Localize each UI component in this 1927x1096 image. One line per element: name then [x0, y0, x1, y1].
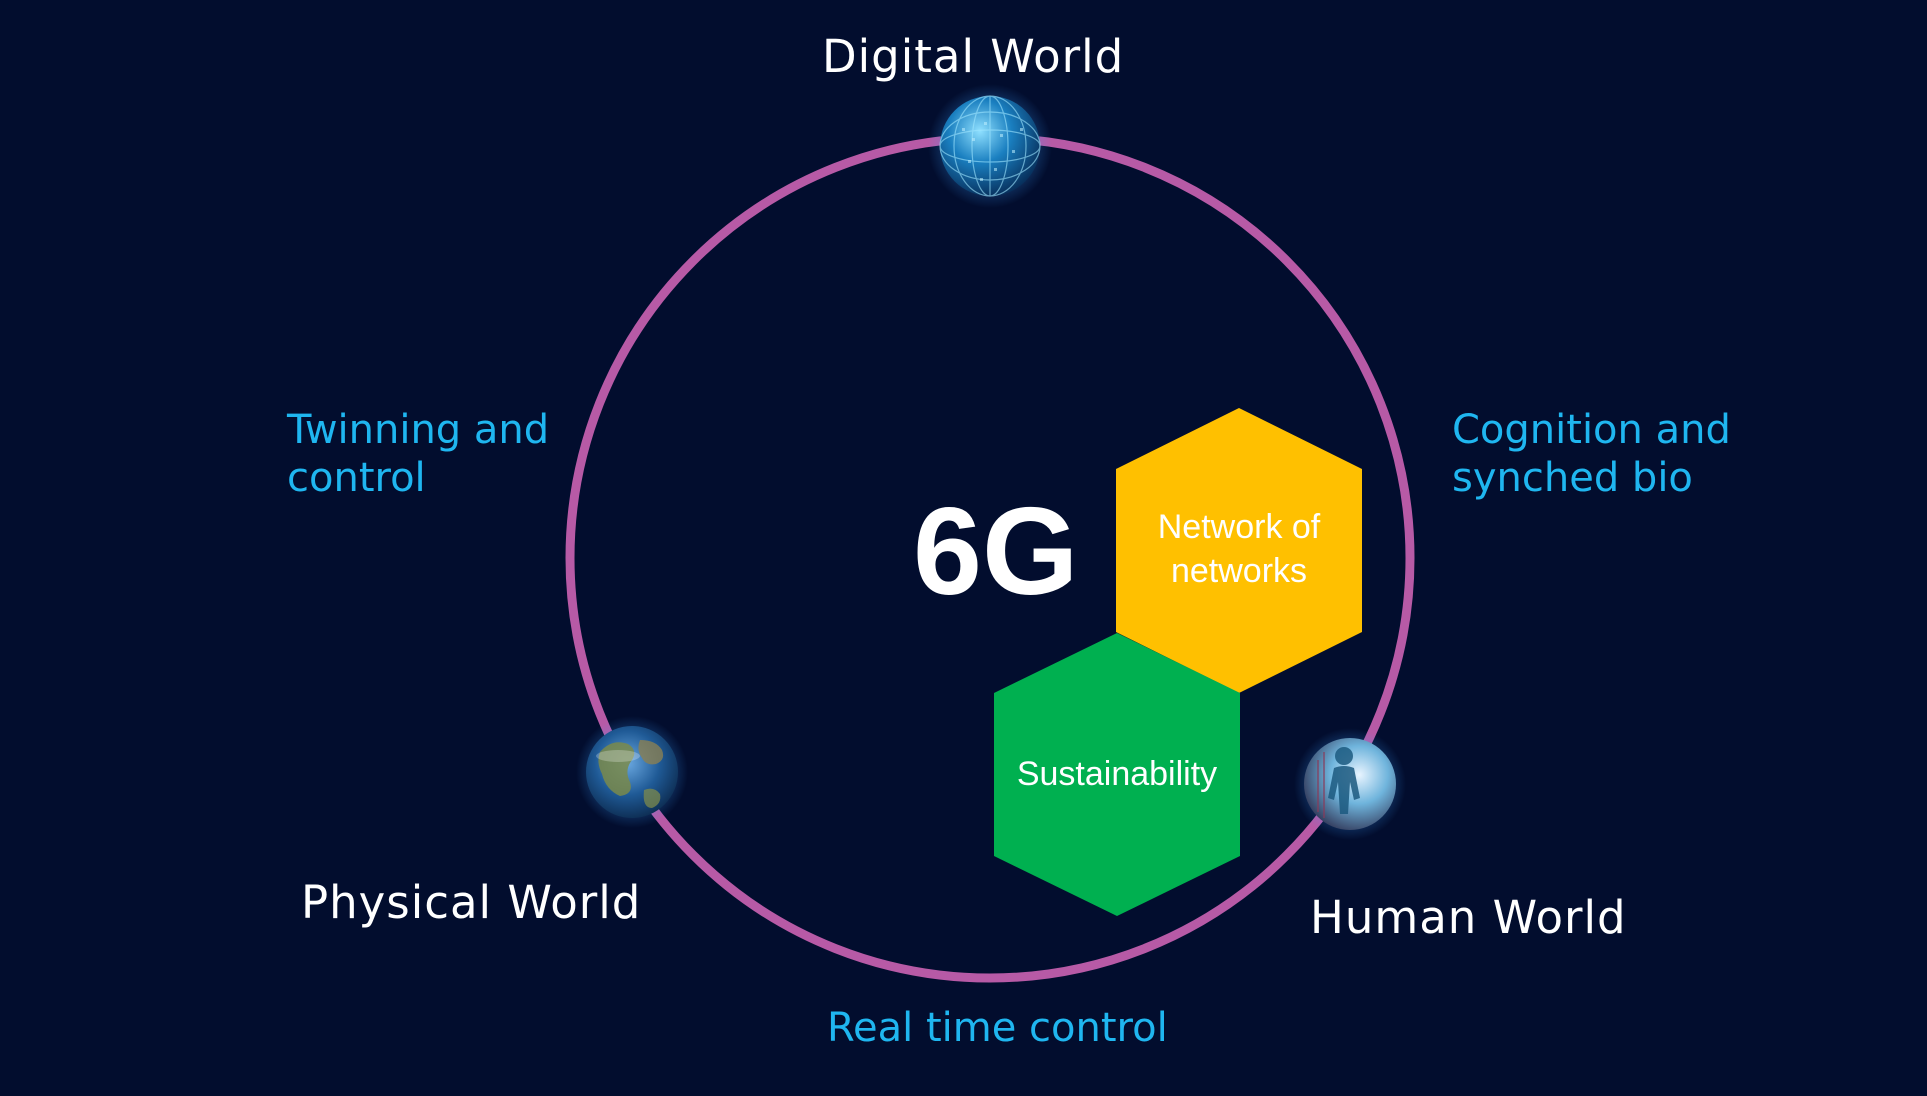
- hexagon-network-of-networks: [1116, 408, 1362, 693]
- human-figure-icon: [1294, 728, 1406, 840]
- cognition-line-2: synched bio: [1452, 455, 1693, 501]
- digital-globe-icon: [928, 84, 1052, 208]
- twinning-control-label: Twinning and control: [287, 406, 549, 502]
- network-text-line-1: Network of: [1157, 508, 1321, 546]
- hexagon-sustainability: [994, 633, 1240, 916]
- twinning-control-line-2: control: [287, 455, 426, 501]
- network-of-networks-text: Network of networks: [1139, 505, 1339, 593]
- real-time-control-label: Real time control: [827, 1005, 1168, 1051]
- human-world-label: Human World: [1310, 891, 1627, 944]
- sustainability-text: Sustainability: [1016, 755, 1218, 793]
- cognition-synched-bio-label: Cognition and synched bio: [1452, 406, 1731, 502]
- network-text-line-2: networks: [1170, 552, 1308, 590]
- digital-world-label: Digital World: [822, 30, 1125, 83]
- earth-globe-icon: [576, 716, 688, 828]
- twinning-control-line-1: Twinning and: [287, 407, 550, 453]
- cognition-line-1: Cognition and: [1452, 407, 1731, 453]
- center-title-6g: 6G: [913, 483, 1079, 621]
- physical-world-label: Physical World: [301, 876, 642, 929]
